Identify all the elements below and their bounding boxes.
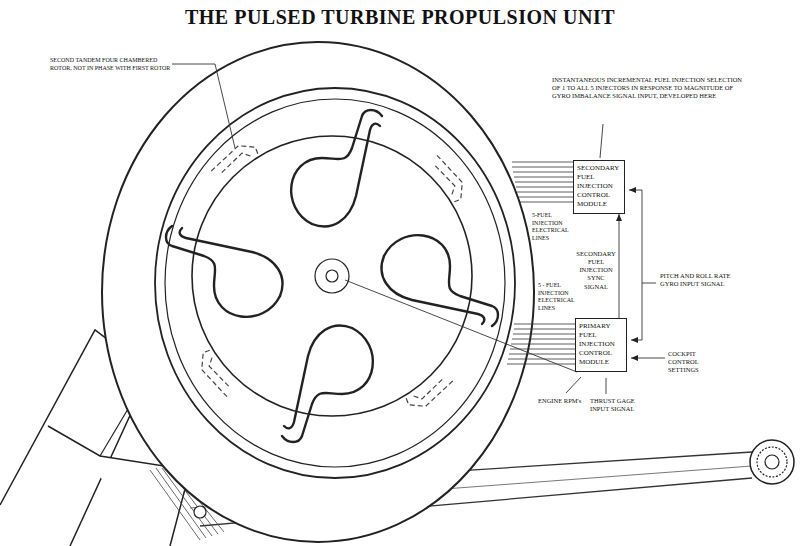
wheel-gear (757, 447, 787, 477)
cockpit-signal-line (631, 358, 665, 359)
leader-line (606, 378, 607, 394)
control-module-box: SECONDARY FUEL INJECTION CONTROL MODULE (573, 160, 625, 214)
annotation-label: COCKPIT CONTROL SETTINGS (668, 350, 720, 374)
module-label: PRIMARY FUEL INJECTION CONTROL MODULE (579, 322, 623, 367)
injection-wires (512, 162, 573, 202)
chamber-wall (282, 328, 373, 442)
outer-housing (102, 42, 534, 542)
chamber-wall (312, 124, 380, 227)
wheel-hub (765, 455, 779, 469)
annotation-label: PITCH AND ROLL RATE GYRO INPUT SIGNAL (660, 272, 734, 288)
annotation-label: SECOND TANDEM FOUR CHAMBERED ROTOR, NOT … (50, 57, 172, 72)
signal-connector (619, 214, 620, 318)
chamber-wall (382, 256, 485, 324)
annotation-label: 5 - FUEL INJECTION ELECTRICAL LINES (538, 282, 574, 312)
gyro-signal-line (629, 190, 656, 283)
rotor-chamber (291, 110, 382, 226)
leader-line (172, 64, 235, 148)
rotor-disc (192, 136, 472, 416)
pivot-pin (194, 506, 206, 518)
inner-ring (165, 99, 505, 467)
annotation-label: ENGINE RPM's (538, 397, 582, 405)
annotation-label: 5-FUEL INJECTION ELECTRICAL LINES (532, 212, 570, 242)
chamber-wall (166, 226, 280, 317)
annotation-label: INSTANTANEOUS INCREMENTAL FUEL INJECTION… (552, 76, 748, 100)
rotor-hub (315, 259, 349, 293)
wheel (750, 440, 794, 484)
leader-line (600, 124, 603, 158)
rotor-chambers (166, 110, 498, 442)
annotation-label: THRUST GAGE INPUT SIGNAL (590, 397, 640, 413)
chamber-wall (284, 326, 352, 429)
chamber-wall (291, 110, 382, 224)
inner-ring (155, 88, 515, 478)
chamber-wall (180, 228, 283, 296)
chamber-wall (384, 235, 498, 326)
gyro-signal-line (631, 283, 642, 340)
rotor-shaft (326, 270, 338, 282)
rotor-chamber (166, 226, 282, 317)
diagram-title: THE PULSED TURBINE PROPULSION UNIT (0, 6, 800, 29)
edge-label: SECONDARY FUEL INJECTION SYNC SIGNAL (576, 250, 616, 291)
rpm-line (345, 280, 577, 372)
rotor-chamber (382, 235, 498, 326)
module-label: SECONDARY FUEL INJECTION CONTROL MODULE (577, 164, 621, 209)
control-module-box: PRIMARY FUEL INJECTION CONTROL MODULE (575, 318, 627, 372)
rotor-chamber (282, 326, 373, 442)
leader-line (566, 377, 581, 393)
